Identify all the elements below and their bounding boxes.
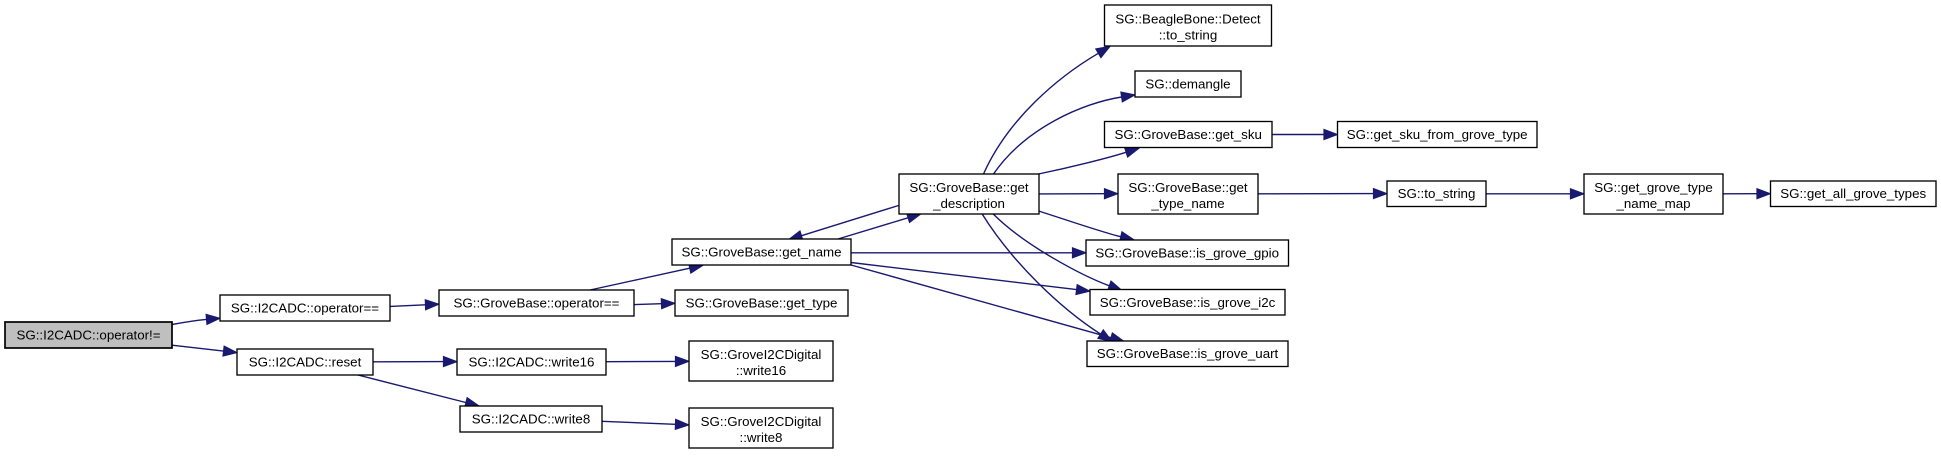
svg-text:SG::BeagleBone::Detect: SG::BeagleBone::Detect bbox=[1115, 12, 1261, 27]
svg-text:::write16: ::write16 bbox=[736, 363, 786, 378]
svg-text:SG::I2CADC::operator!=: SG::I2CADC::operator!= bbox=[16, 328, 160, 343]
svg-text:::write8: ::write8 bbox=[740, 430, 783, 445]
svg-text:SG::get_all_grove_types: SG::get_all_grove_types bbox=[1780, 186, 1926, 201]
svg-text:_type_name: _type_name bbox=[1150, 196, 1224, 211]
svg-text:SG::GroveBase::get_type: SG::GroveBase::get_type bbox=[686, 296, 838, 311]
svg-text:SG::GroveI2CDigital: SG::GroveI2CDigital bbox=[701, 347, 822, 362]
svg-text:SG::I2CADC::reset: SG::I2CADC::reset bbox=[249, 355, 362, 370]
svg-text:SG::GroveBase::is_grove_gpio: SG::GroveBase::is_grove_gpio bbox=[1095, 246, 1279, 261]
svg-text:SG::GroveBase::get_sku: SG::GroveBase::get_sku bbox=[1114, 127, 1261, 142]
svg-text:SG::I2CADC::write8: SG::I2CADC::write8 bbox=[472, 412, 591, 427]
svg-text:_name_map: _name_map bbox=[1615, 196, 1690, 211]
svg-text:SG::GroveBase::get: SG::GroveBase::get bbox=[909, 180, 1029, 195]
svg-text:SG::GroveBase::get: SG::GroveBase::get bbox=[1128, 180, 1248, 195]
svg-text:SG::GroveBase::get_name: SG::GroveBase::get_name bbox=[681, 245, 841, 260]
svg-text:SG::get_sku_from_grove_type: SG::get_sku_from_grove_type bbox=[1347, 127, 1528, 142]
svg-text:SG::GroveI2CDigital: SG::GroveI2CDigital bbox=[701, 414, 822, 429]
svg-text:SG::demangle: SG::demangle bbox=[1145, 77, 1230, 92]
svg-text:SG::GroveBase::is_grove_uart: SG::GroveBase::is_grove_uart bbox=[1097, 346, 1279, 361]
svg-text:SG::I2CADC::write16: SG::I2CADC::write16 bbox=[469, 355, 595, 370]
svg-text:SG::I2CADC::operator==: SG::I2CADC::operator== bbox=[231, 301, 379, 316]
svg-text:SG::to_string: SG::to_string bbox=[1398, 186, 1476, 201]
svg-text:SG::GroveBase::is_grove_i2c: SG::GroveBase::is_grove_i2c bbox=[1100, 295, 1276, 310]
svg-text:::to_string: ::to_string bbox=[1159, 27, 1218, 42]
svg-text:_description: _description bbox=[932, 196, 1005, 211]
svg-text:SG::get_grove_type: SG::get_grove_type bbox=[1594, 180, 1713, 195]
svg-text:SG::GroveBase::operator==: SG::GroveBase::operator== bbox=[454, 296, 620, 311]
